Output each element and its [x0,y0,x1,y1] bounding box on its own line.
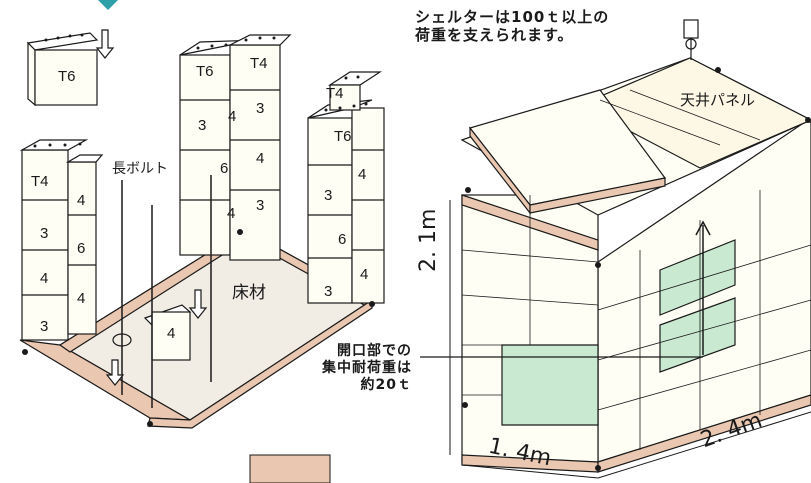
floor-label: 床材 [232,283,266,302]
block-label: 6 [220,160,229,177]
block-label: 4 [256,150,265,167]
block-label: T6 [334,128,352,145]
corner-accent [98,0,118,10]
ceiling-panel-label: 天井パネル [680,92,756,109]
right-column-1 [307,117,353,304]
block-label: 4 [167,325,176,342]
block-label: 3 [40,225,49,242]
long-bolts [121,175,212,408]
block-label: T4 [326,85,344,102]
right-column-2 [351,107,385,304]
block-label: 4 [227,205,236,222]
shelter-load-caption: シェルターは100ｔ以上の 荷重を支えられます。 [415,8,610,44]
insert-arrows [95,29,208,386]
center-column-2 [229,44,281,261]
block-label: 4 [77,192,86,209]
down-arrow-icon [188,289,208,319]
height-dimension: 2. 1m [416,208,441,272]
block-label: T6 [196,63,214,80]
block-top [26,32,99,51]
left-column-1 [21,149,69,341]
long-bolt-label: 長ボルト [112,160,168,176]
block-side [27,41,36,107]
green-panel [659,239,736,316]
green-panel [659,297,736,373]
block-label: 3 [198,117,207,134]
block-grid [461,89,811,450]
block-t6-floating [34,49,98,106]
block-label: 3 [324,187,333,204]
center-column-1 [179,54,231,256]
rotate-arrow-icon [112,333,132,347]
ceiling-panel-right [578,57,811,169]
block-label: 3 [256,100,265,117]
block-label: T4 [250,55,268,72]
block-label: 4 [77,290,86,307]
opening-load-caption: 開口部での 集中耐荷重は 約20ｔ [322,343,412,393]
load-arrow-icon [695,220,711,355]
block-label: T4 [31,173,49,190]
block-hatch [33,33,368,148]
block-label: 6 [77,240,86,257]
beam-fragment [249,454,331,483]
down-arrow-icon [95,29,115,59]
hook-icon [683,19,699,60]
block-label: 4 [358,166,367,183]
dimension-lines [449,200,811,479]
block-label: 4 [40,270,49,287]
corner-bolts [22,67,811,471]
block-label: T6 [58,68,76,85]
block-label: 3 [40,318,49,335]
block-label: 3 [324,283,333,300]
block-label: 4 [360,266,369,283]
block-label: 6 [338,231,347,248]
block-label: 3 [256,197,265,214]
down-arrow-icon [105,359,125,386]
block-label: 4 [228,108,237,125]
